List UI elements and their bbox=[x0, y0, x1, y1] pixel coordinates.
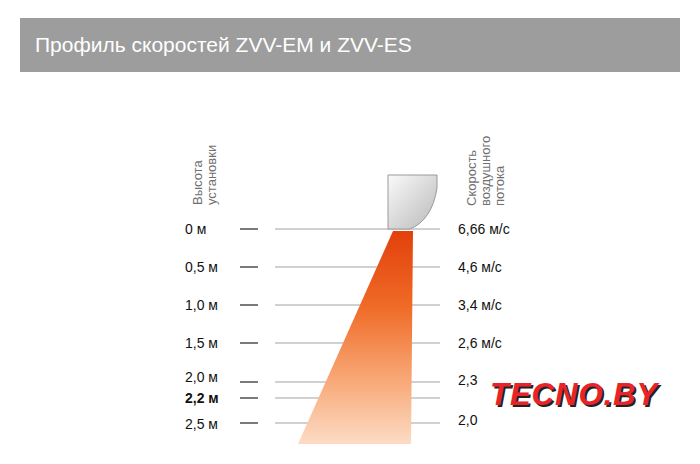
height-value: 0 м bbox=[185, 220, 206, 238]
height-value: 0,5 м bbox=[185, 258, 218, 276]
title-band: Профиль скоростей ZVV-EM и ZVV-ES bbox=[20, 18, 680, 72]
speed-value: 4,6 м/с bbox=[458, 258, 502, 276]
air-stream bbox=[298, 231, 413, 444]
axis-title: Высота установки bbox=[191, 127, 219, 205]
curtain-unit bbox=[388, 175, 437, 229]
speed-value: 2,0 bbox=[458, 411, 477, 429]
height-value: 2,0 м bbox=[185, 368, 218, 386]
speed-value: 6,66 м/с bbox=[458, 220, 510, 238]
height-value: 1,5 м bbox=[185, 334, 218, 352]
speed-value: 3,4 м/с bbox=[458, 296, 502, 314]
height-value: 2,5 м bbox=[185, 415, 218, 433]
height-value: 2,2 м bbox=[185, 389, 219, 407]
tick-marks bbox=[240, 229, 258, 423]
height-value: 1,0 м bbox=[185, 296, 218, 314]
watermark: TECNO.BY bbox=[490, 377, 658, 413]
speed-value: 2,3 bbox=[458, 371, 477, 389]
axis-title: Скорость воздушного потока bbox=[465, 114, 507, 206]
speed-value: 2,6 м/с bbox=[458, 334, 502, 352]
